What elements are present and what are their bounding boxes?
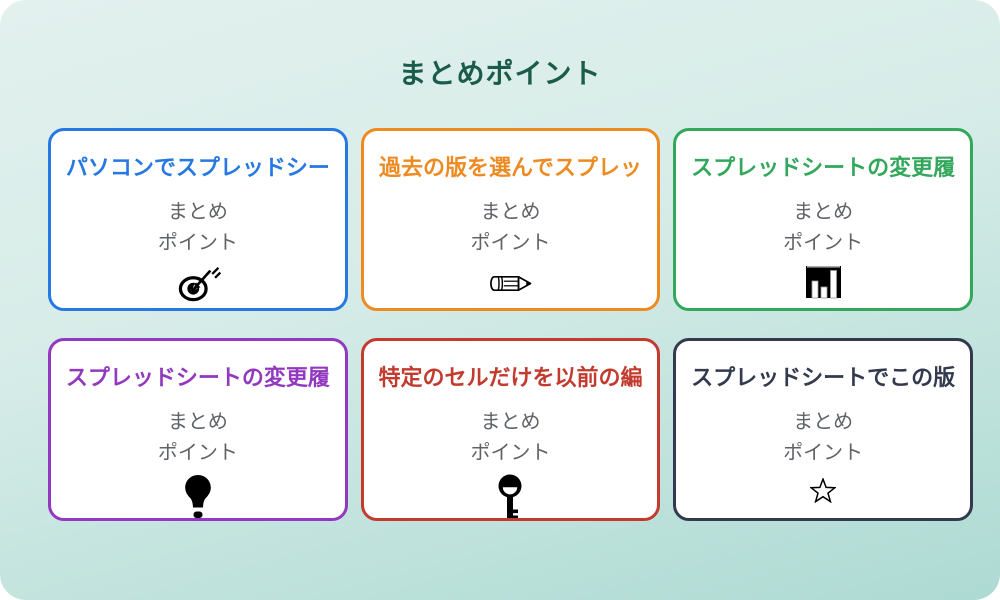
key-icon	[364, 474, 658, 518]
card-subtitle-line: まとめ	[167, 411, 228, 433]
summary-card-3[interactable]: スプレッドシートの変更履 まとめ ポイント	[673, 128, 973, 311]
card-subtitle: まとめ ポイント	[364, 407, 658, 469]
card-title: スプレッドシートの変更履	[65, 365, 330, 390]
card-subtitle-line: ポイント	[470, 232, 551, 254]
card-title: スプレッドシートでこの版	[691, 365, 956, 390]
card-subtitle: まとめ ポイント	[51, 197, 345, 259]
summary-card-4[interactable]: スプレッドシートの変更履 まとめ ポイント	[48, 338, 348, 521]
card-grid: パソコンでスプレッドシー まとめ ポイント 過去の版を選んでスプレッ	[48, 128, 973, 521]
summary-card-2[interactable]: 過去の版を選んでスプレッ まとめ ポイント	[360, 128, 661, 311]
card-subtitle-line: ポイント	[783, 232, 864, 254]
direct-hit-target-icon	[51, 264, 345, 302]
page-title: まとめポイント	[398, 57, 602, 89]
card-title: パソコンでスプレッドシー	[65, 155, 330, 180]
card-subtitle-line: まとめ	[480, 201, 541, 223]
card-subtitle: まとめ ポイント	[676, 407, 970, 469]
card-subtitle: まとめ ポイント	[51, 407, 345, 469]
card-subtitle: まとめ ポイント	[364, 197, 658, 259]
card-subtitle-line: ポイント	[783, 442, 864, 464]
card-subtitle: まとめ ポイント	[676, 197, 970, 259]
card-subtitle-line: まとめ	[167, 201, 228, 223]
card-title: 過去の版を選んでスプレッ	[379, 155, 642, 180]
summary-card-6[interactable]: スプレッドシートでこの版 まとめ ポイント	[673, 338, 973, 521]
summary-card-5[interactable]: 特定のセルだけを以前の編 まとめ ポイント	[360, 338, 661, 521]
bar-chart-icon	[676, 264, 970, 300]
card-title: 特定のセルだけを以前の編	[378, 365, 643, 390]
card-subtitle-line: ポイント	[157, 232, 238, 254]
card-subtitle-line: ポイント	[157, 442, 238, 464]
pencil-icon	[364, 264, 658, 294]
card-subtitle-line: まとめ	[480, 411, 541, 433]
star-icon	[676, 474, 970, 503]
summary-card-1[interactable]: パソコンでスプレッドシー まとめ ポイント	[48, 128, 348, 311]
card-subtitle-line: ポイント	[470, 442, 551, 464]
card-subtitle-line: まとめ	[793, 411, 854, 433]
card-subtitle-line: まとめ	[793, 201, 854, 223]
card-title: スプレッドシートの変更履	[691, 155, 956, 180]
light-bulb-icon	[51, 474, 345, 518]
